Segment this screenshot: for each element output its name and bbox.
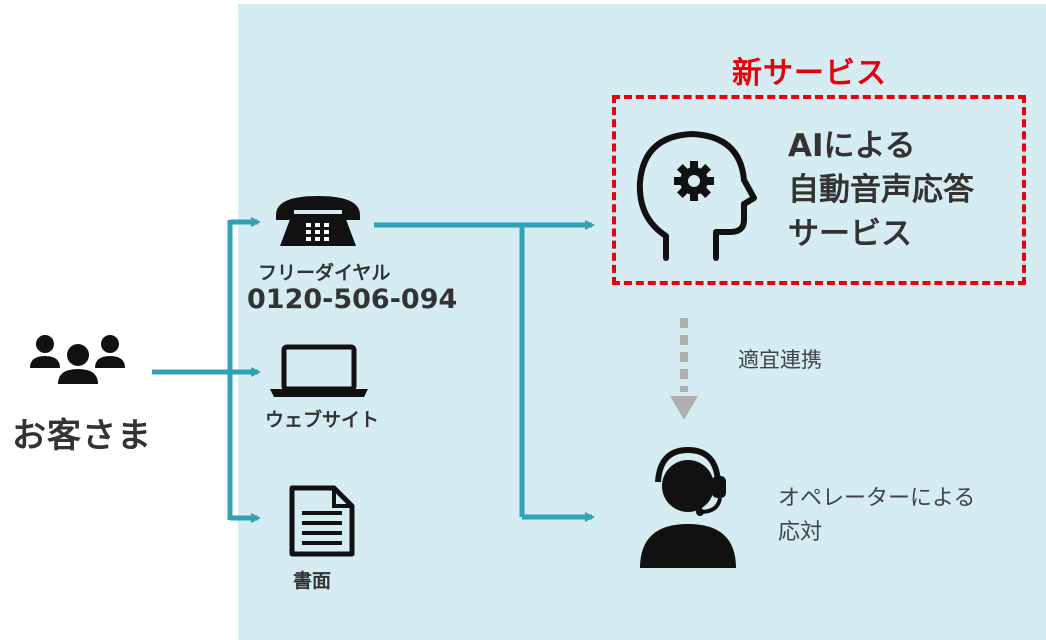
freedial-label: フリーダイヤル — [258, 262, 391, 284]
operator-line-2: 応対 — [778, 520, 823, 545]
operator-line-1: オペレーターによる — [778, 486, 976, 511]
document-icon — [289, 485, 355, 557]
link-label: 適宜連携 — [738, 348, 822, 372]
laptop-icon — [270, 344, 368, 397]
freedial-number: 0120-506-094 — [247, 284, 458, 315]
ai-head-gear-icon — [636, 131, 757, 261]
phone-icon — [276, 196, 360, 246]
website-label: ウェブサイト — [265, 409, 380, 431]
link-arrow — [670, 318, 698, 420]
ai-service-line-3: サービス — [788, 216, 912, 252]
new-service-badge: 新サービス — [732, 56, 887, 91]
customers-icon — [30, 335, 125, 384]
ai-service-line-1: AIによる — [788, 128, 916, 164]
operator-label: オペレーターによる 応対 — [778, 482, 975, 550]
service-area-panel — [238, 4, 1046, 640]
paper-label: 書面 — [293, 570, 332, 592]
customer-label: お客さま — [12, 416, 152, 456]
ai-service-line-2: 自動音声応答 — [788, 172, 974, 208]
operator-headset-icon — [640, 446, 736, 568]
new-service-frame — [612, 95, 1026, 285]
ai-service-title: AIによる 自動音声応答 サービス — [788, 124, 974, 256]
